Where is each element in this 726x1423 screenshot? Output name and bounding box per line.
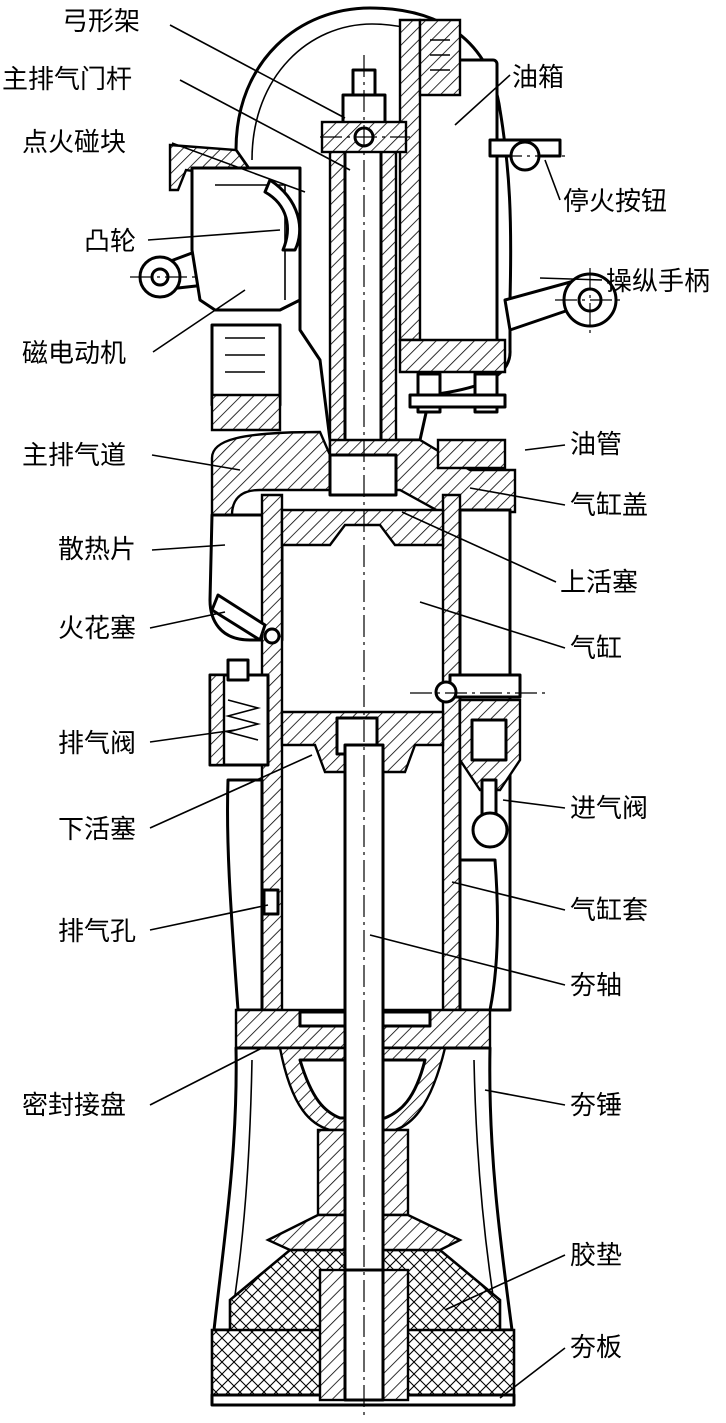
label-exhaust-valve: 排气阀 [58,729,136,759]
label-upper-piston: 上活塞 [560,568,638,598]
label-spark-plug: 火花塞 [58,614,136,644]
label-oil-tank: 油箱 [512,63,564,93]
label-cylinder: 气缸 [570,634,622,664]
label-exhaust-hole: 排气孔 [58,917,136,947]
labels: 弓形架 主排气门杆 点火碰块 凸轮 磁电动机 主排气道 散热片 火花塞 排气阀 … [2,7,710,1363]
intake-valve-part [434,673,522,849]
exhaust-valve-part [208,658,270,767]
label-main-exhaust-valve-rod: 主排气门杆 [2,65,132,95]
spark-plug-part [210,593,281,645]
stop-button-part [488,138,570,172]
label-ram-plate: 夯板 [570,1333,622,1363]
magneto-part [190,166,302,432]
cylinder-wall-right [441,493,462,1012]
leader-lines [147,24,603,1399]
label-cooling-fins: 散热片 [58,535,136,565]
label-main-exhaust-passage: 主排气道 [22,441,126,471]
label-cylinder-sleeve: 气缸套 [570,896,648,926]
machine-drawing [130,6,625,1420]
label-lower-piston: 下活塞 [58,815,136,845]
label-ignition-striker: 点火碰块 [22,128,126,158]
label-ram-shaft: 夯轴 [570,971,622,1001]
label-control-handle: 操纵手柄 [606,267,710,297]
label-intake-valve: 进气阀 [570,794,648,824]
control-handle-part [503,268,625,335]
label-sealing-flange: 密封接盘 [22,1091,126,1121]
label-magneto: 磁电动机 [22,339,126,369]
label-cylinder-cover: 气缸盖 [570,491,648,521]
label-ram-hammer: 夯锤 [570,1091,622,1121]
label-cam: 凸轮 [84,227,136,257]
label-rubber-pad: 胶垫 [570,1241,622,1271]
exhaust-passage [210,430,332,517]
label-stop-button: 停火按钮 [563,187,667,217]
label-bow-frame: 弓形架 [62,7,140,37]
upper-piston-part [280,508,445,547]
exhaust-hole-part [262,888,280,916]
label-oil-pipe: 油管 [570,430,622,460]
